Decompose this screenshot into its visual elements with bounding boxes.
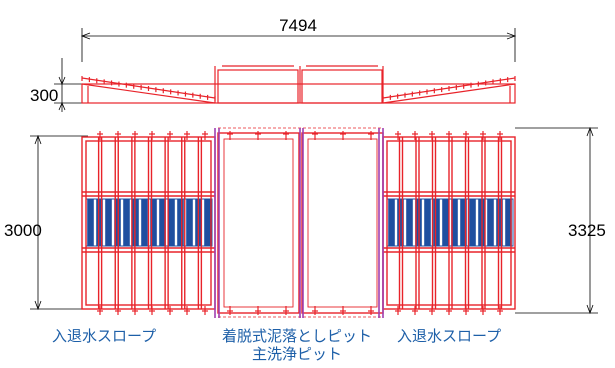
- left-grating-stripe-9: [168, 199, 175, 246]
- label-left-ramp: 入退水スロープ: [52, 327, 157, 345]
- right-grating: [386, 198, 514, 247]
- left-grating-stripe-3: [114, 199, 121, 246]
- right-grating-stripe-2: [406, 199, 413, 246]
- right-grating-stripe-9: [469, 199, 476, 246]
- right-grating-stripe-1: [397, 199, 404, 246]
- arrow-height-bottom: [58, 101, 66, 111]
- label-center-pit: 着脱式泥落としピット 主洗浄ピット: [222, 327, 372, 363]
- label-center-line1: 着脱式泥落としピット: [222, 327, 373, 345]
- arrow-outer-top: [586, 126, 594, 137]
- right-grating-stripe-4: [424, 199, 431, 246]
- left-pit-box: [217, 69, 299, 104]
- right-grating-stripe-6: [442, 199, 449, 246]
- right-grating-frame: [386, 198, 514, 247]
- left-grating-stripe-11: [186, 199, 193, 246]
- left-pit-inner: [223, 138, 294, 308]
- left-grating-stripe-13: [204, 199, 211, 246]
- dim-text-height: 300: [30, 86, 58, 105]
- left-grating-stripe-6: [141, 199, 148, 246]
- arrow-outer-bottom: [586, 304, 594, 315]
- side-view: [81, 65, 516, 104]
- right-grating-stripe-11: [487, 199, 494, 246]
- dimension-width-inner: [30, 134, 88, 311]
- right-ramp-bars: [398, 137, 503, 309]
- left-grating-stripe-7: [150, 199, 157, 246]
- right-grating-stripe-13: [505, 199, 512, 246]
- left-ramp-bars: [97, 137, 203, 309]
- right-grating-stripe-5: [433, 199, 440, 246]
- dimension-width-outer: [515, 126, 598, 315]
- right-grating-stripe-12: [496, 199, 503, 246]
- label-right-ramp: 入退水スロープ: [397, 327, 502, 345]
- left-ramp-bottom: [81, 83, 216, 104]
- dim-text-overall: 7494: [279, 16, 317, 35]
- plan-view: [81, 127, 516, 318]
- ramp-ticks: [81, 76, 516, 101]
- arrow-inner-bottom: [34, 300, 42, 311]
- right-pit-box: [301, 69, 383, 104]
- left-grating-stripe-2: [105, 199, 112, 246]
- dimension-height: [54, 58, 84, 112]
- left-grating-stripe-1: [96, 199, 103, 246]
- left-grating-stripe-0: [87, 199, 94, 246]
- right-pit-outline: [301, 132, 384, 314]
- left-grating-stripe-10: [177, 199, 184, 246]
- arrow-left: [80, 32, 91, 40]
- left-pit-outline: [217, 132, 300, 314]
- left-grating-stripe-8: [159, 199, 166, 246]
- right-ramp-bottom: [382, 83, 516, 104]
- left-ramp-plan: [81, 136, 216, 310]
- right-grating-stripe-7: [451, 199, 458, 246]
- arrow-height-top: [58, 76, 66, 86]
- dimension-overall-length: [80, 28, 517, 62]
- right-grating-stripe-0: [388, 199, 395, 246]
- divider-lines: [214, 128, 384, 318]
- label-center-line2: 主洗浄ピット: [252, 345, 343, 363]
- right-pit-inner: [307, 138, 378, 308]
- left-grating-stripe-4: [123, 199, 130, 246]
- right-grating-stripe-8: [460, 199, 467, 246]
- bolt-markers: [97, 131, 503, 315]
- arrow-right: [506, 32, 517, 40]
- dim-text-inner: 3000: [4, 221, 42, 240]
- arrow-inner-top: [34, 134, 42, 145]
- dim-text-outer: 3325: [568, 221, 606, 240]
